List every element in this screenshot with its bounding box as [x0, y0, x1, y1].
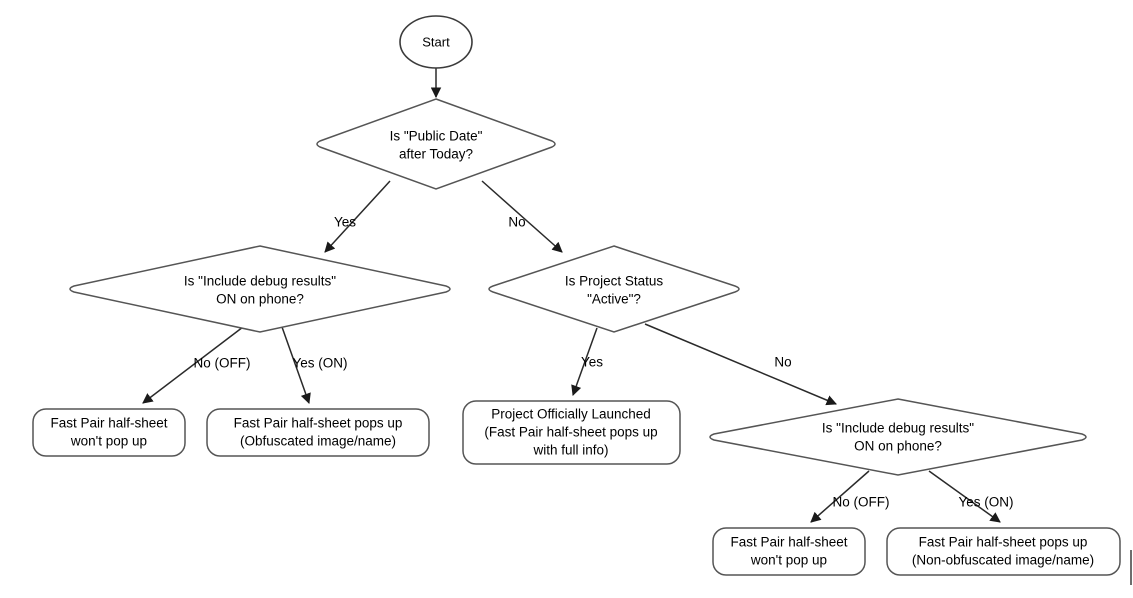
node-box-left-no[interactable]: Fast Pair half-sheet won't pop up: [32, 408, 186, 457]
edge-label-debug-left-no: No (OFF): [194, 356, 251, 371]
project-status-line2: "Active"?: [587, 292, 641, 307]
box-left-no-line1: Fast Pair half-sheet: [50, 416, 167, 431]
edge-debug-left-yes: [281, 326, 311, 404]
node-decision-debug-left[interactable]: Is "Include debug results" ON on phone?: [69, 245, 451, 333]
edge-label-public-date-yes: Yes: [334, 215, 356, 230]
edge-status-yes: [571, 327, 598, 396]
box-right-yes-line2: (Non-obfuscated image/name): [912, 553, 1094, 568]
box-left-no-line2: won't pop up: [70, 434, 147, 449]
edge-debug-left-no: [142, 326, 244, 404]
box-right-no-line1: Fast Pair half-sheet: [730, 535, 847, 550]
edge-debug-right-no: [810, 470, 870, 523]
edge-label-debug-left-yes: Yes (ON): [292, 356, 347, 371]
debug-left-diamond: [69, 245, 451, 333]
box-right-no-rect: [712, 527, 866, 576]
node-box-right-no[interactable]: Fast Pair half-sheet won't pop up: [712, 527, 866, 576]
edge-label-status-yes: Yes: [581, 355, 603, 370]
debug-left-line2: ON on phone?: [216, 292, 304, 307]
edge-public-date-no: [481, 180, 563, 253]
debug-right-line2: ON on phone?: [854, 439, 942, 454]
node-decision-public-date[interactable]: Is "Public Date" after Today?: [316, 98, 556, 190]
node-box-left-yes[interactable]: Fast Pair half-sheet pops up (Obfuscated…: [206, 408, 430, 457]
box-left-no-rect: [32, 408, 186, 457]
project-status-line1: Is Project Status: [565, 274, 664, 289]
edge-public-date-yes: [324, 180, 391, 253]
start-label: Start: [422, 34, 450, 49]
box-launched-rect: [462, 400, 681, 465]
debug-right-line1: Is "Include debug results": [822, 421, 974, 436]
box-launched-line1: Project Officially Launched: [491, 407, 651, 422]
project-status-diamond: [488, 245, 740, 333]
box-right-no-line2: won't pop up: [750, 553, 827, 568]
node-decision-debug-right[interactable]: Is "Include debug results" ON on phone?: [709, 398, 1087, 476]
box-right-yes-line1: Fast Pair half-sheet pops up: [919, 535, 1088, 550]
edge-label-status-no: No: [774, 355, 791, 370]
edge-debug-right-yes: [928, 470, 1001, 523]
start-ellipse: [399, 15, 473, 69]
edges-layer: [142, 68, 1001, 523]
public-date-line1: Is "Public Date": [390, 129, 483, 144]
edge-status-no: [644, 323, 837, 406]
node-start[interactable]: Start: [399, 15, 473, 69]
box-launched-line3: with full info): [532, 443, 608, 458]
edge-label-public-date-no: No: [508, 215, 525, 230]
edge-label-debug-right-no: No (OFF): [833, 495, 890, 510]
debug-right-diamond: [709, 398, 1087, 476]
public-date-line2: after Today?: [399, 147, 473, 162]
debug-left-line1: Is "Include debug results": [184, 274, 336, 289]
public-date-diamond: [316, 98, 556, 190]
node-decision-project-status[interactable]: Is Project Status "Active"?: [488, 245, 740, 333]
box-left-yes-line1: Fast Pair half-sheet pops up: [234, 416, 403, 431]
box-launched-line2: (Fast Pair half-sheet pops up: [484, 425, 657, 440]
box-right-yes-rect: [886, 527, 1121, 576]
edge-label-debug-right-yes: Yes (ON): [958, 495, 1013, 510]
box-left-yes-rect: [206, 408, 430, 457]
box-left-yes-line2: (Obfuscated image/name): [240, 434, 396, 449]
edge-labels-layer: Yes No No (OFF) Yes (ON) Yes No No (OFF)…: [194, 215, 1014, 510]
node-box-right-yes[interactable]: Fast Pair half-sheet pops up (Non-obfusc…: [886, 527, 1121, 576]
node-box-launched[interactable]: Project Officially Launched (Fast Pair h…: [462, 400, 681, 465]
